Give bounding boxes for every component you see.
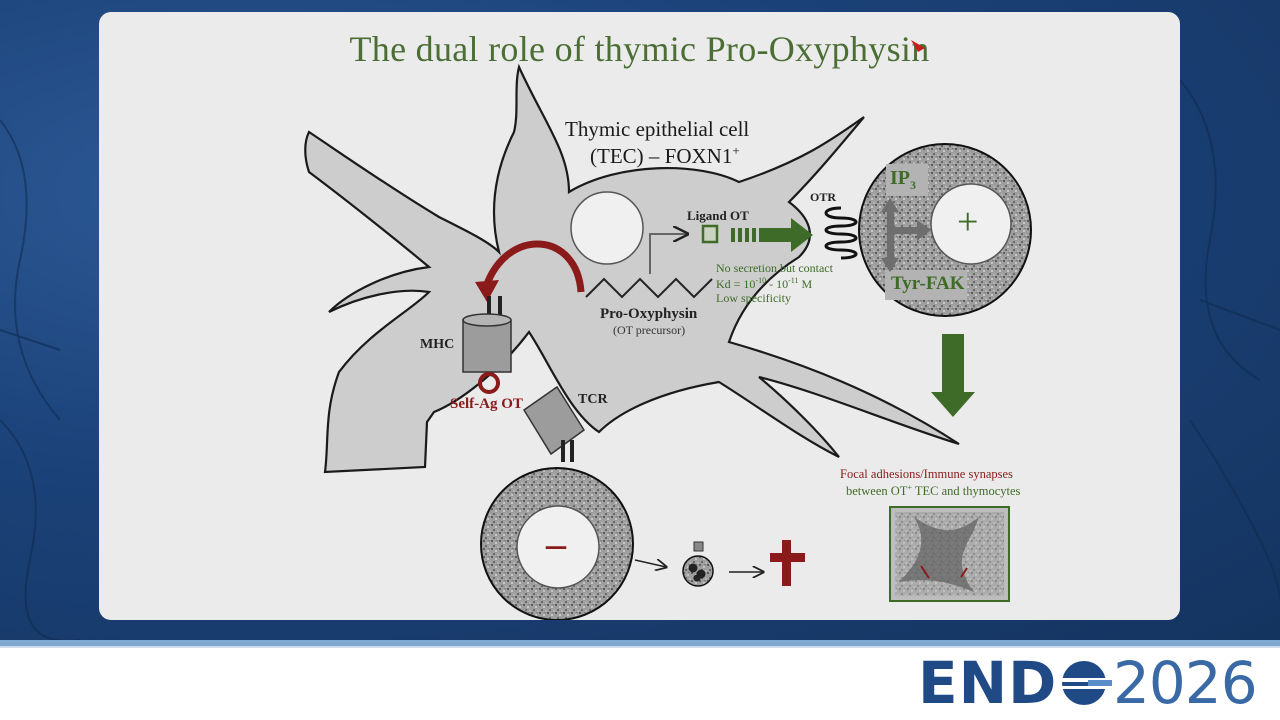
thymocyte-nucleus-upper [930,183,1012,265]
cell-label-line2-text: (TEC) – FOXN1 [590,144,733,168]
note-line1: No secretion but contact [716,261,833,275]
pointer-icon [911,40,925,52]
focal-line2-suffix: TEC and thymocytes [911,484,1021,499]
logo-brand: END [918,649,1058,717]
antigen-processing-arrow [483,240,585,293]
mhc-label: MHC [420,337,455,352]
apoptotic-cell [682,541,714,587]
downstream-arrow [931,334,975,417]
tyr-fak-label: Tyr-FAK [891,273,965,294]
note-line2-sup2: -11 [788,276,799,285]
otr-label: OTR [810,190,837,204]
ligand-ot-box [701,224,719,244]
plus-sign: + [957,201,979,243]
focal-line2-sup: + [907,483,912,492]
ip3-text: IP [890,167,910,189]
cell-label-line2: (TEC) – FOXN1+ [590,143,740,169]
note-line2-suffix: M [798,277,813,291]
otr-receptor-coil [824,206,858,260]
minus-sign: – [546,521,566,566]
tcr-molecule [522,385,586,462]
cross-icon [770,540,805,586]
mhc-molecule [462,296,512,373]
globe-icon [1060,661,1112,705]
note-line2-mid: - 10 [766,277,789,291]
note-line2-prefix: Kd = 10 [716,277,756,291]
note-line2: Kd = 10-10 - 10-11 M [716,276,812,292]
focal-line2: between OT+ TEC and thymocytes [846,483,1020,499]
endo-logo: END 2026 [918,652,1270,714]
note-line2-sup1: -10 [755,276,767,285]
diagram-canvas [304,40,1032,620]
note-line3: Low specificity [716,291,791,305]
gene-zigzag [585,277,713,299]
slide-panel: The dual role of thymic Pro-Oxyphysin [99,12,1180,620]
signaling-arrows [881,198,931,272]
footer-band-light [0,646,1280,648]
logo-year: 2026 [1113,649,1258,717]
ip3-box [886,164,928,196]
electron-micrograph [889,506,1010,602]
thymocyte-nucleus-lower [516,505,600,589]
nucleus [570,191,644,265]
ip3-label: IP3 [890,167,916,193]
footer-band [0,640,1280,646]
tyr-fak-box [885,270,967,300]
tcr-label: TCR [578,392,608,407]
ligand-ot-label: Ligand OT [687,208,749,223]
focal-line2-prefix: between OT [846,484,908,499]
prooxyphysin-sublabel: (OT precursor) [613,323,686,337]
ligand-binding-arrow [731,218,813,252]
transcription-arrow [649,234,687,274]
ip3-subscript: 3 [910,178,916,192]
slide-title: The dual role of thymic Pro-Oxyphysin [349,29,930,69]
focal-line1: Focal adhesions/Immune synapses [840,467,1013,481]
antigen-processing-arrowhead [475,280,499,302]
cell-label-sup: + [732,143,740,158]
prooxyphysin-label: Pro-Oxyphysin [600,306,698,322]
apoptosis-arrow-1 [634,560,666,567]
background-vein-pattern [0,79,1280,640]
cell-label-line1: Thymic epithelial cell [565,117,750,141]
self-antigen-ring [478,372,500,394]
self-ag-label: Self-Ag OT [450,396,523,412]
